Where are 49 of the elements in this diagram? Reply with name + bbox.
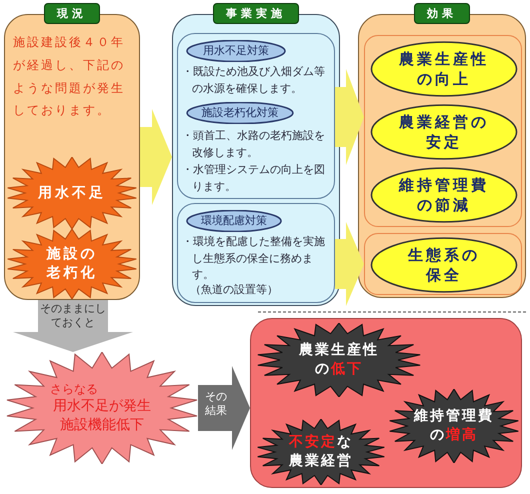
shape-text: 農業経営の安定 <box>398 112 490 152</box>
starburst <box>389 389 519 463</box>
bullet-text: （魚道の設置等） <box>190 282 279 298</box>
bullet-text: ・頭首工、水路の老朽施設を改修します。 <box>182 128 326 160</box>
result-panel <box>250 318 522 488</box>
bullet-text: ・既設ため池及び入畑ダム等の水源を確保します。 <box>182 64 326 96</box>
shape-text: 生態系の保全 <box>406 244 481 286</box>
panel-tab: 事業実施 <box>213 3 299 24</box>
effect-oval <box>370 167 518 223</box>
shape-text: 農業生産性の向上 <box>398 48 490 90</box>
starburst <box>7 229 137 299</box>
block-arrow <box>13 300 133 352</box>
starburst <box>257 419 385 485</box>
effect-oval <box>370 41 518 97</box>
block-arrow <box>335 69 364 165</box>
oval-heading <box>186 102 294 124</box>
shape-text: 用水不足対策 <box>203 44 269 58</box>
shape-text: 施設機能低下 <box>60 416 144 435</box>
panel-tab: 現況 <box>44 3 100 24</box>
edge-label: そのままにしておくと <box>39 302 107 331</box>
shape-text: 維持管理費の節減 <box>398 174 490 216</box>
starburst <box>6 352 198 464</box>
shape-text: 用水不足 <box>38 184 106 202</box>
starburst <box>257 323 421 397</box>
shape-text: 不安定な農業経営 <box>288 433 354 471</box>
starburst <box>7 157 137 229</box>
block-arrow <box>335 222 364 306</box>
description-text: 施設建設後４０年が経過し、下記のような問題が発生しております。 <box>13 34 126 120</box>
shape-text: 維持管理費の増高 <box>412 407 495 445</box>
shape-text: 農業生産性の低下 <box>298 341 380 379</box>
oval-heading <box>186 40 286 62</box>
inner-frame <box>364 35 522 227</box>
shape-text: 用水不足が発生 <box>53 397 151 416</box>
bullet-text: ・水管理システムの向上を図ります。 <box>182 162 326 194</box>
bullet-text: ・環境を配慮した整備を実施し生態系の保全に務めます。 <box>182 234 326 283</box>
content-box <box>177 203 335 303</box>
effect-oval <box>370 104 518 160</box>
shape-text: 施設老朽化対策 <box>202 106 278 120</box>
oval-heading <box>186 210 282 232</box>
block-arrow <box>140 109 172 205</box>
shape-text: 環境配慮対策 <box>201 214 267 228</box>
effect-oval <box>370 237 518 293</box>
block-arrow <box>198 366 250 450</box>
edge-label: その結果 <box>204 390 228 419</box>
shape-text: さらなる <box>50 381 98 398</box>
content-box <box>177 33 335 199</box>
panel-tab: 効果 <box>414 3 470 24</box>
inner-frame <box>364 233 522 295</box>
shape-text: 施設の老朽化 <box>45 245 98 283</box>
